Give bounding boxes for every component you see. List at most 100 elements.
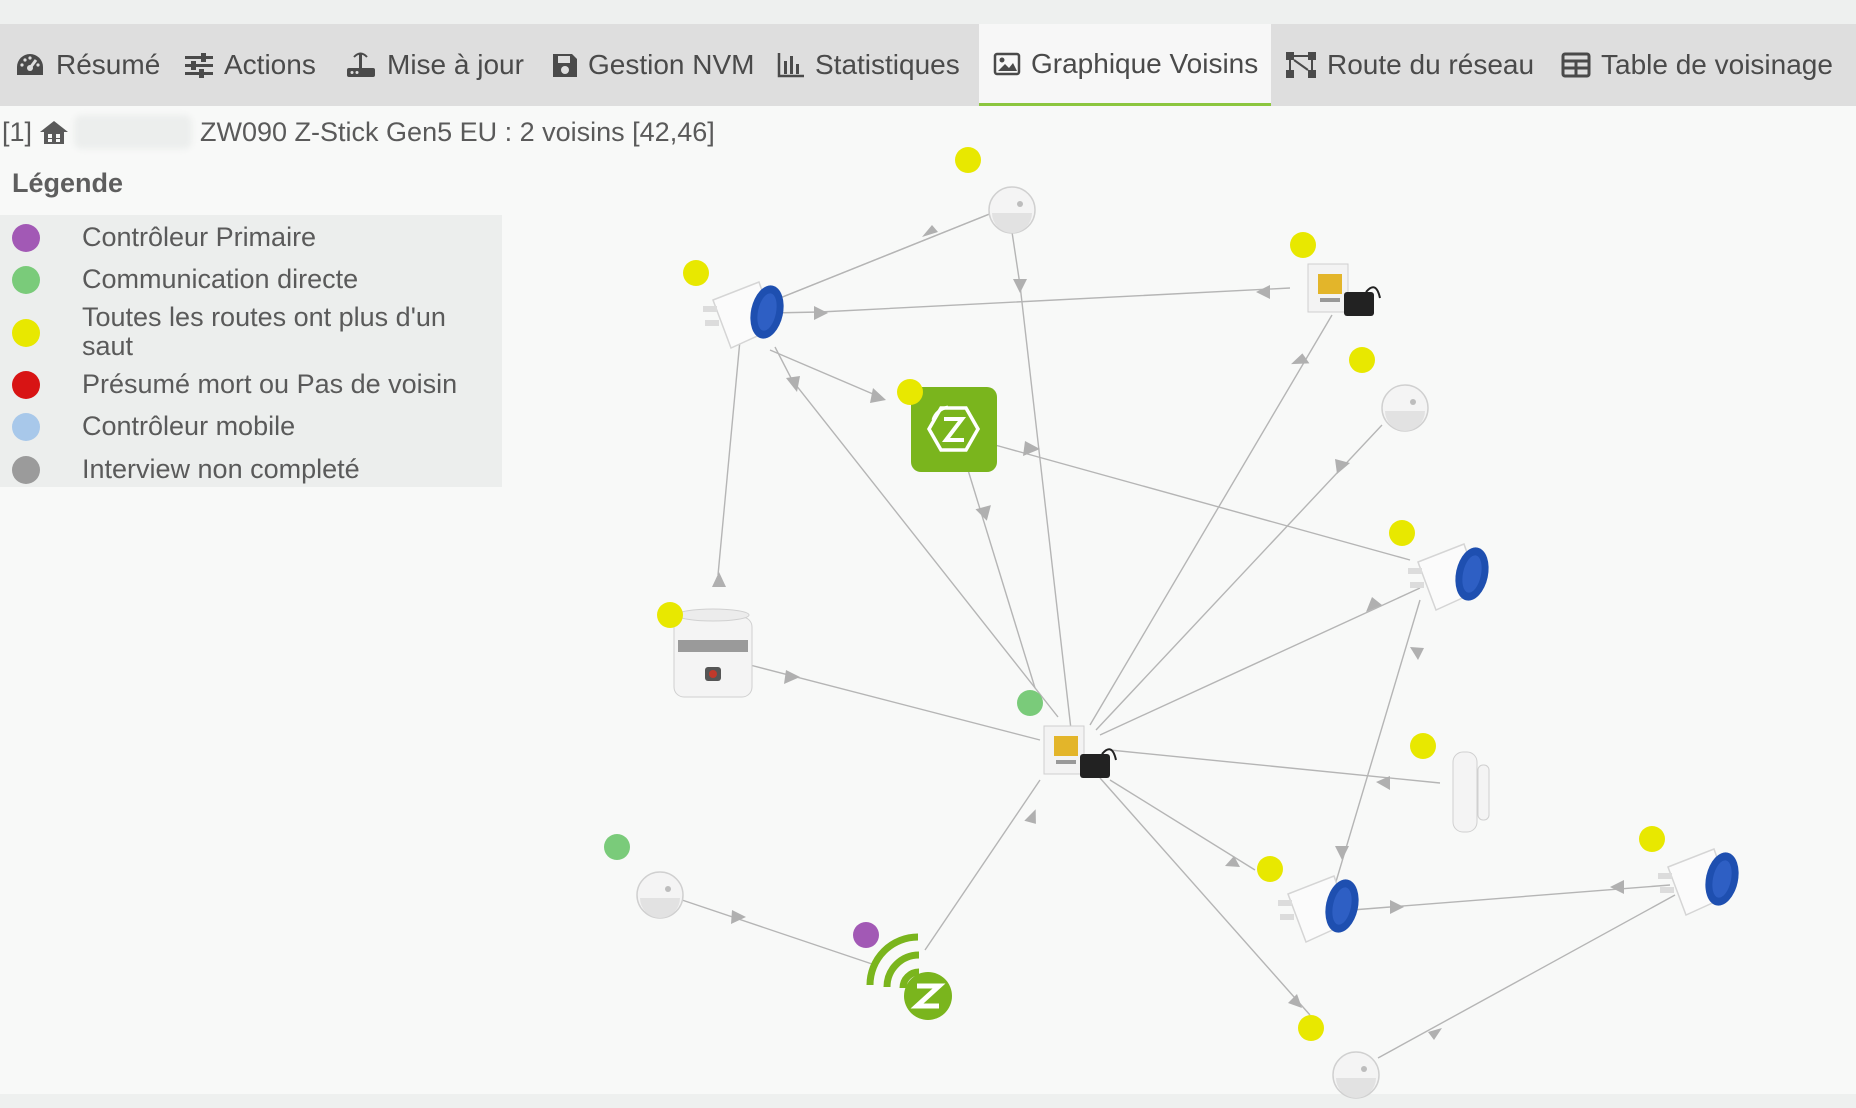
tab-route-du-reseau[interactable]: Route du réseau bbox=[1285, 24, 1534, 106]
table-icon bbox=[1561, 52, 1591, 78]
edge-arrow bbox=[1013, 279, 1027, 293]
legend-dot bbox=[12, 371, 40, 399]
graph-edge bbox=[994, 444, 1411, 561]
graph-edges bbox=[681, 208, 1676, 1059]
node-smoke-detector[interactable] bbox=[673, 608, 753, 698]
tab-label: Table de voisinage bbox=[1601, 49, 1833, 80]
legend-label: Communication directe bbox=[82, 264, 359, 294]
status-dot-multi-hop bbox=[1639, 826, 1665, 852]
graph-edge bbox=[769, 349, 881, 398]
status-dot-multi-hop bbox=[1257, 856, 1283, 882]
node-motion-sensor-top[interactable] bbox=[988, 186, 1036, 234]
node-id: [1] bbox=[2, 116, 33, 147]
legend: Contrôleur Primaire Communication direct… bbox=[0, 215, 502, 487]
graph-edge bbox=[1109, 749, 1441, 784]
image-icon bbox=[993, 52, 1021, 75]
node-wall-plug-right[interactable] bbox=[1407, 543, 1495, 611]
graph-edge bbox=[1089, 314, 1333, 726]
edge-arrow bbox=[1256, 285, 1270, 299]
edge-arrow bbox=[1410, 647, 1424, 660]
edge-arrows bbox=[712, 225, 1624, 1040]
status-dot-multi-hop bbox=[683, 260, 709, 286]
tab-statistiques[interactable]: Statistiques bbox=[777, 24, 960, 106]
graph-edge bbox=[924, 779, 1041, 951]
edge-arrow bbox=[1024, 809, 1036, 824]
edge-arrow bbox=[814, 306, 828, 320]
tab-resume[interactable]: Résumé bbox=[14, 24, 160, 106]
legend-dot bbox=[12, 224, 40, 252]
legend-item-dead: Présumé mort ou Pas de voisin bbox=[0, 370, 502, 400]
node-wall-plug-farright[interactable] bbox=[1657, 848, 1745, 916]
edge-arrow bbox=[712, 572, 726, 587]
graph-edge bbox=[1334, 599, 1421, 886]
node-wall-plug-topleft[interactable] bbox=[702, 281, 790, 349]
tab-graphique-voisins[interactable]: Graphique Voisins bbox=[979, 24, 1271, 106]
node-usb-stick-controller[interactable] bbox=[866, 933, 952, 1020]
tab-actions[interactable]: Actions bbox=[184, 24, 316, 106]
status-dot-multi-hop bbox=[955, 147, 981, 173]
legend-label: Présumé mort ou Pas de voisin bbox=[82, 369, 458, 399]
sliders-icon bbox=[185, 53, 213, 78]
edge-arrow bbox=[1428, 1028, 1442, 1040]
legend-label: Interview non completé bbox=[82, 454, 360, 484]
edge-arrow bbox=[1390, 900, 1404, 914]
edge-arrow bbox=[731, 910, 746, 924]
graph-edge bbox=[1377, 894, 1676, 1059]
edge-arrow bbox=[786, 376, 800, 392]
node-wall-plug-bottom[interactable] bbox=[1277, 875, 1365, 943]
legend-dot bbox=[12, 456, 40, 484]
tab-label: Gestion NVM bbox=[588, 49, 755, 80]
tab-mise-a-jour[interactable]: Mise à jour bbox=[345, 24, 524, 106]
legend-label: Contrôleur Primaire bbox=[82, 222, 317, 252]
graph-edge bbox=[1099, 587, 1421, 736]
node-zwave-gateway[interactable] bbox=[911, 387, 997, 472]
node-door-sensor[interactable] bbox=[1452, 751, 1490, 833]
edge-arrow bbox=[1335, 459, 1350, 474]
tab-bar: Résumé Actions Mise à jour Gestion NVM S… bbox=[0, 24, 1856, 106]
legend-item-mobile: Contrôleur mobile bbox=[0, 412, 502, 442]
edge-arrow bbox=[975, 505, 991, 521]
node-motion-sensor-bottom[interactable] bbox=[1332, 1051, 1380, 1099]
node-motion-sensor-right[interactable] bbox=[1381, 384, 1429, 432]
edge-arrow bbox=[1366, 597, 1382, 612]
edge-arrow bbox=[870, 388, 886, 403]
status-dot-multi-hop bbox=[1389, 520, 1415, 546]
tab-label: Route du réseau bbox=[1327, 49, 1535, 80]
graph-edge bbox=[1109, 779, 1256, 871]
status-dot-multi-hop bbox=[897, 379, 923, 405]
legend-label: Toutes les routes ont plus d'un saut bbox=[82, 302, 446, 361]
edge-arrow bbox=[1376, 776, 1390, 790]
legend-title: Légende bbox=[12, 168, 124, 198]
tab-table-de-voisinage[interactable]: Table de voisinage bbox=[1561, 24, 1833, 106]
tab-label: Mise à jour bbox=[387, 49, 524, 80]
graph-edge bbox=[769, 208, 1003, 303]
graph-nodes bbox=[636, 186, 1745, 1099]
node-motion-sensor-left[interactable] bbox=[636, 871, 684, 919]
graph-edge bbox=[1095, 424, 1383, 731]
edge-arrow bbox=[1288, 994, 1302, 1008]
tab-label: Résumé bbox=[56, 49, 161, 80]
network-icon bbox=[1286, 52, 1316, 78]
node-relay-module-center[interactable] bbox=[1043, 725, 1117, 779]
graph-edge bbox=[769, 287, 1291, 314]
graph-edge bbox=[681, 899, 876, 966]
edge-arrow bbox=[1225, 856, 1240, 867]
save-icon bbox=[553, 54, 577, 77]
status-dot-multi-hop bbox=[1298, 1015, 1324, 1041]
house-icon bbox=[40, 121, 69, 144]
status-dot-multi-hop bbox=[1290, 232, 1316, 258]
edge-arrow bbox=[784, 670, 800, 684]
legend-item-multi-hop: Toutes les routes ont plus d'un saut bbox=[0, 303, 502, 363]
legend-dot bbox=[12, 319, 40, 347]
status-dot-primary bbox=[853, 922, 879, 948]
tab-gestion-nvm[interactable]: Gestion NVM bbox=[552, 24, 755, 106]
graph-edge bbox=[717, 339, 741, 576]
tab-label: Actions bbox=[224, 49, 316, 80]
node-relay-module-topright[interactable] bbox=[1307, 263, 1381, 317]
legend-item-primary: Contrôleur Primaire bbox=[0, 223, 502, 253]
status-dot-direct bbox=[1017, 690, 1043, 716]
tab-label: Statistiques bbox=[815, 49, 960, 80]
node-title: ZW090 Z-Stick Gen5 EU : 2 voisins [42,46… bbox=[200, 116, 715, 147]
edge-arrow bbox=[1335, 846, 1349, 860]
dashboard-icon bbox=[17, 54, 43, 75]
